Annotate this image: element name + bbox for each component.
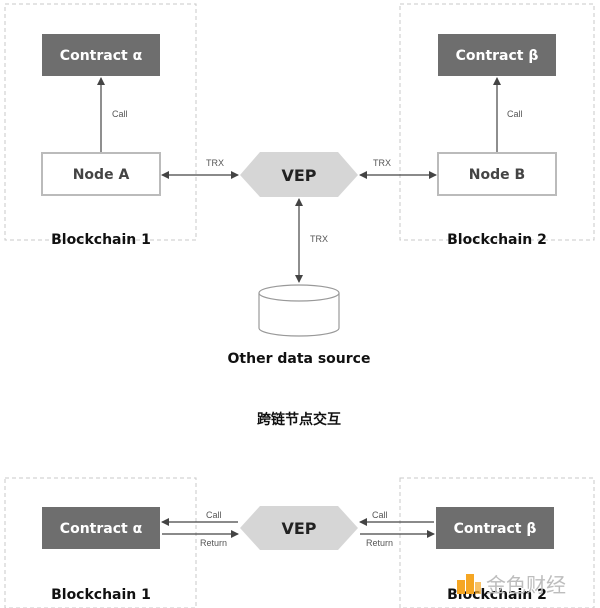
contract-beta-box — [438, 34, 556, 76]
watermark-text: 金色财经 — [486, 573, 566, 597]
trx-label-right: TRX — [373, 158, 391, 168]
blockchain-1-label-top: Blockchain 1 — [51, 232, 151, 248]
contract-alpha-label-bottom: Contract α — [60, 521, 143, 537]
call-label-left: Call — [112, 109, 128, 119]
contract-alpha-box — [42, 34, 160, 76]
contract-beta-label: Contract β — [456, 48, 539, 64]
watermark-logo-icon — [457, 574, 481, 594]
blockchain-2-label-top: Blockchain 2 — [447, 232, 547, 248]
data-source-label: Other data source — [228, 351, 371, 367]
trx-label-left: TRX — [206, 158, 224, 168]
contract-beta-label-bottom: Contract β — [454, 521, 537, 537]
call-label-right: Call — [507, 109, 523, 119]
right-return-label: Return — [366, 538, 393, 548]
vep-label-top: VEP — [281, 166, 316, 185]
contract-beta-box-bottom — [436, 507, 554, 549]
contract-alpha-box-bottom — [42, 507, 160, 549]
trx-label-down: TRX — [310, 234, 328, 244]
node-a-label: Node A — [73, 167, 130, 183]
blockchain-1-container — [4, 3, 197, 241]
contract-alpha-label: Contract α — [60, 48, 143, 64]
blockchain-1-label-bottom: Blockchain 1 — [51, 587, 151, 603]
database-icon — [258, 284, 340, 337]
blockchain-2-container — [399, 3, 595, 241]
left-call-label: Call — [206, 510, 222, 520]
blockchain-1-container-bottom — [4, 477, 197, 608]
node-b-label: Node B — [469, 167, 525, 183]
blockchain-2-container-bottom — [399, 477, 595, 608]
node-b-box — [437, 152, 557, 196]
right-call-label: Call — [372, 510, 388, 520]
vep-hexagon-top — [240, 152, 358, 197]
left-return-label: Return — [200, 538, 227, 548]
vep-label-bottom: VEP — [281, 519, 316, 538]
node-a-box — [41, 152, 161, 196]
vep-hexagon-bottom — [240, 506, 358, 550]
diagram-title: 跨链节点交互 — [257, 411, 341, 428]
